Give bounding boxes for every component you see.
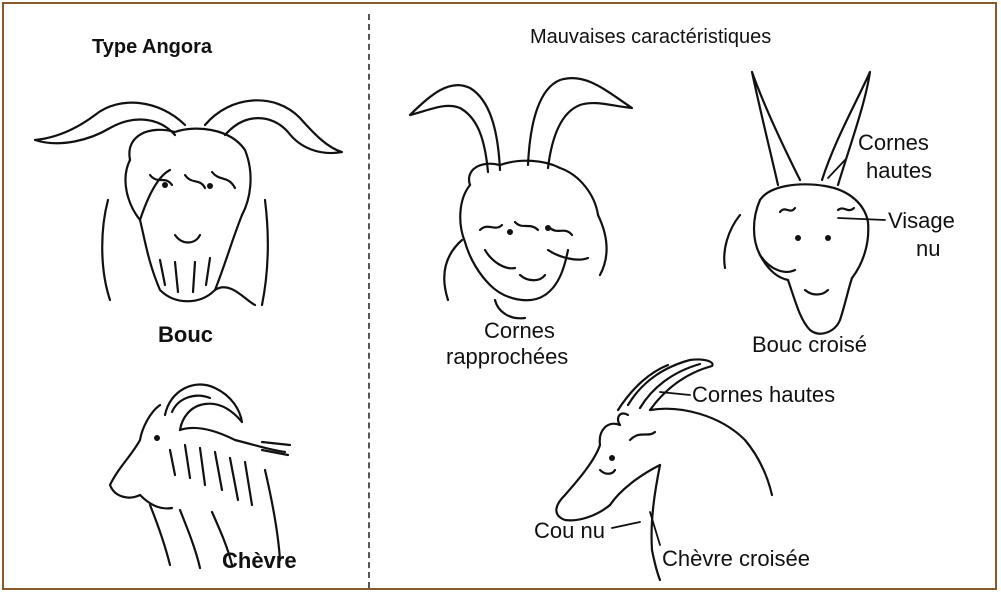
bare-face-label-line1: Visage bbox=[888, 208, 955, 234]
left-panel-title: Type Angora bbox=[92, 34, 212, 60]
close-horns-label-line2: rapprochées bbox=[446, 344, 568, 370]
close-horns-left-horn bbox=[410, 85, 500, 172]
doe-label: Chèvre bbox=[222, 548, 297, 574]
angora-doe-horn bbox=[165, 384, 242, 430]
bare-neck-label: Cou nu bbox=[534, 518, 605, 544]
angora-doe-drawing bbox=[110, 384, 290, 568]
high-horns-doe-label: Cornes hautes bbox=[692, 382, 835, 408]
buck-label: Bouc bbox=[158, 322, 213, 348]
crossbred-buck-right-horn bbox=[822, 72, 870, 185]
crossbred-buck-left-horn bbox=[752, 72, 800, 185]
angora-buck-right-horn bbox=[205, 100, 342, 153]
high-horns-label-line1: Cornes bbox=[858, 130, 929, 156]
close-horns-right-horn bbox=[528, 78, 632, 168]
bare-face-label-line2: nu bbox=[916, 236, 940, 262]
angora-buck-drawing bbox=[35, 100, 342, 305]
crossbred-buck-drawing bbox=[724, 72, 885, 334]
crossbred-buck-label: Bouc croisé bbox=[752, 332, 867, 358]
right-panel-title: Mauvaises caractéristiques bbox=[530, 24, 771, 50]
crossbred-doe-label: Chèvre croisée bbox=[662, 546, 810, 572]
high-horns-label-line2: hautes bbox=[866, 158, 932, 184]
close-horns-goat-drawing bbox=[410, 78, 632, 318]
close-horns-label-line1: Cornes bbox=[484, 318, 555, 344]
angora-buck-left-horn bbox=[35, 103, 185, 144]
